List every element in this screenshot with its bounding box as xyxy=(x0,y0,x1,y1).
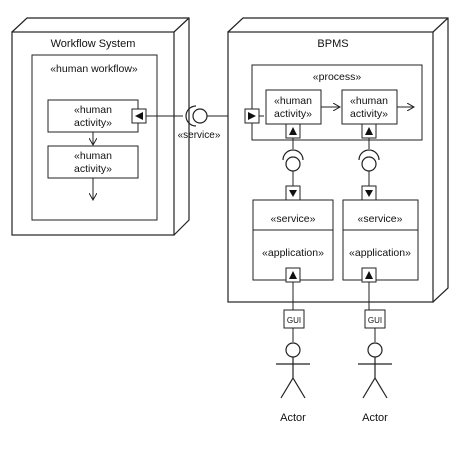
service-interface: «service» xyxy=(146,105,245,141)
interface-1-socket-icon xyxy=(282,149,304,161)
component-2-bottom-port-arrow-icon xyxy=(365,271,373,279)
gui-1-label: GUI xyxy=(287,316,301,325)
gui-2: GUI xyxy=(364,282,386,342)
service-ball-icon xyxy=(192,108,208,124)
actor-1-head-icon xyxy=(285,342,301,358)
actor-2: Actor xyxy=(358,342,392,424)
workflow-system-node: Workflow System «human workflow» «human … xyxy=(11,17,190,236)
component-2-top-port-arrow-icon xyxy=(365,190,373,197)
service-socket-icon xyxy=(185,105,197,127)
bpms-activity-2 xyxy=(341,89,398,125)
actor-1-label: Actor xyxy=(280,412,306,424)
process-label: «process» xyxy=(313,71,362,83)
actor-1: Actor xyxy=(276,342,310,424)
component-2-application-label: «application» xyxy=(349,247,411,259)
workflow-system-title: Workflow System xyxy=(51,38,136,50)
bpms-activity-1-line2: activity» xyxy=(274,108,312,120)
component-2 xyxy=(342,199,419,281)
interface-1-ball-icon xyxy=(285,156,301,172)
bpms-activity-2-line2: activity» xyxy=(350,108,388,120)
workflow-port-arrow-icon xyxy=(135,112,143,120)
actor-2-head-icon xyxy=(367,342,383,358)
component-2-service-label: «service» xyxy=(358,213,403,225)
service-interface-label: «service» xyxy=(178,130,221,141)
component-1-bottom-port-arrow-icon xyxy=(289,271,297,279)
process-port-arrow-icon xyxy=(248,112,256,120)
gui-2-label: GUI xyxy=(368,316,382,325)
component-1 xyxy=(252,199,334,281)
bpms-activity-1-line1: «human xyxy=(274,95,312,107)
bpms-activity-1-port-arrow-icon xyxy=(289,127,297,135)
component-1-top-port-arrow-icon xyxy=(289,190,297,197)
component-1-application-label: «application» xyxy=(262,247,324,259)
actor-2-label: Actor xyxy=(362,412,388,424)
interface-2-ball-icon xyxy=(361,156,377,172)
workflow-activity-2-line1: «human xyxy=(74,150,112,162)
human-workflow-label: «human workflow» xyxy=(50,63,138,75)
workflow-activity-2-line2: activity» xyxy=(74,163,112,175)
workflow-activity-1-line2: activity» xyxy=(74,117,112,129)
interface-2-socket-icon xyxy=(358,149,380,161)
component-1-service-label: «service» xyxy=(271,213,316,225)
gui-1: GUI xyxy=(283,282,305,342)
workflow-activity-2 xyxy=(47,145,139,179)
human-workflow-container xyxy=(31,54,158,221)
workflow-activity-1-line1: «human xyxy=(74,104,112,116)
bpms-activity-2-port-arrow-icon xyxy=(365,127,373,135)
bpms-title: BPMS xyxy=(317,38,348,50)
bpms-node: BPMS «process» «human activity» «human a… xyxy=(227,17,449,303)
bpms-activity-1 xyxy=(265,89,322,125)
bpms-activity-2-line1: «human xyxy=(350,95,388,107)
